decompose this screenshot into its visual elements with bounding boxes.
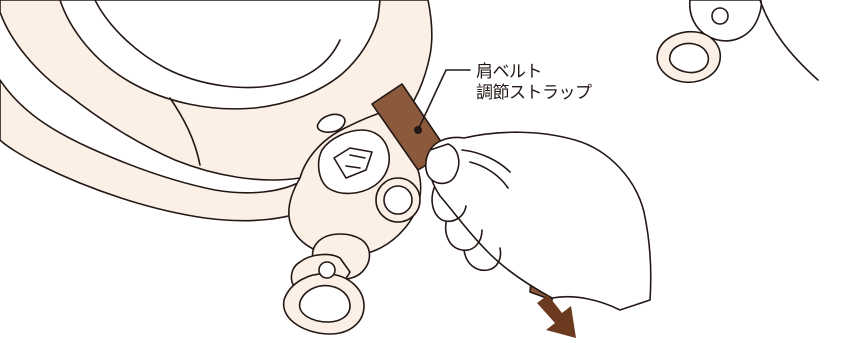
cushion-seam-lower [169, 97, 201, 166]
right-wheel-inner [668, 42, 710, 74]
callout-leader [417, 69, 471, 131]
hand-finger-3 [444, 221, 483, 252]
callout-label: 肩ベルト 調節ストラップ [476, 62, 592, 104]
wheel-inner [298, 284, 351, 323]
adjuster-knob-inner [383, 185, 413, 215]
hand-knuckle [461, 149, 511, 189]
buckle-button-grip [333, 147, 373, 179]
cushion-seam [94, 0, 341, 89]
buckle-slot [316, 113, 346, 133]
hand-finger-1 [424, 143, 460, 185]
callout-line-2: 調節ストラップ [476, 83, 592, 103]
hand [427, 131, 652, 311]
hand-finger-2 [431, 187, 467, 222]
right-leg-arm [759, 0, 819, 81]
callout-line-1: 肩ベルト [476, 62, 542, 82]
buckle-button-notch [345, 154, 366, 169]
cushion-inner [59, 0, 381, 110]
callout-dot [414, 126, 422, 134]
pull-direction-arrow-icon [537, 295, 576, 338]
wheel-hub [318, 261, 336, 279]
hand-finger-4 [463, 247, 502, 272]
right-wheel-hub [711, 7, 729, 25]
